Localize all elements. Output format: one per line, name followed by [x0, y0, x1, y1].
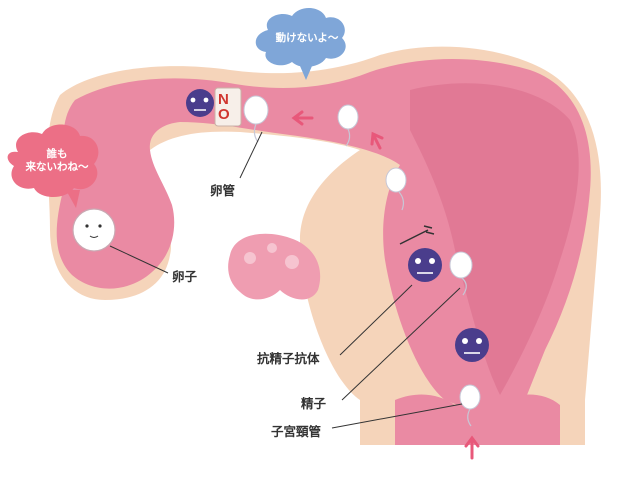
bubble-left-text: 誰も 来ないわね〜 [16, 148, 98, 174]
arrow-up-icon [370, 131, 384, 150]
sperm-entering [459, 384, 481, 427]
speech-bubble-tail [66, 190, 80, 208]
speech-bubble-tail [300, 66, 312, 80]
ovary-spot [267, 243, 277, 253]
label-antibody: 抗精子抗体 [257, 351, 320, 366]
speech-bubble-top [255, 7, 346, 67]
ovary-spot [285, 255, 299, 269]
arrow-left-icon [291, 110, 314, 126]
bubble-left-line1: 誰も [46, 148, 68, 160]
egg-character [72, 208, 116, 252]
leader-line-cervix [331, 403, 463, 429]
arrow-up-icon [464, 435, 480, 460]
ovary [228, 233, 321, 300]
antibody-germ-middle [408, 248, 442, 282]
label-egg: 卵子 [172, 269, 198, 284]
antibody-germ-lower [455, 328, 489, 362]
leader-line-sperm [341, 287, 461, 401]
speech-bubble-left [7, 124, 99, 197]
antibody-germ-top [186, 89, 214, 117]
sperm-captured [449, 251, 473, 296]
leader-line-oviduct [239, 131, 263, 179]
sperm-moving-1 [337, 104, 359, 147]
label-cervix: 子宮頸管 [271, 424, 322, 439]
bubble-top-text: 動けないよ〜 [275, 32, 339, 44]
trident-icon [399, 225, 435, 245]
leader-line-antibody [339, 284, 413, 356]
ovary-spot [244, 252, 256, 264]
no-sign-board [214, 87, 242, 127]
no-sign-text: NO [218, 91, 230, 123]
label-sperm: 精子 [301, 396, 327, 411]
cervix-region [395, 394, 560, 445]
sperm-moving-2 [385, 167, 407, 211]
sperm-trapped [243, 95, 269, 143]
label-oviduct: 卵管 [210, 183, 236, 198]
uterus-inner [410, 83, 579, 395]
bubble-left-line2: 来ないわね〜 [25, 161, 89, 173]
leader-line-egg [109, 245, 169, 274]
